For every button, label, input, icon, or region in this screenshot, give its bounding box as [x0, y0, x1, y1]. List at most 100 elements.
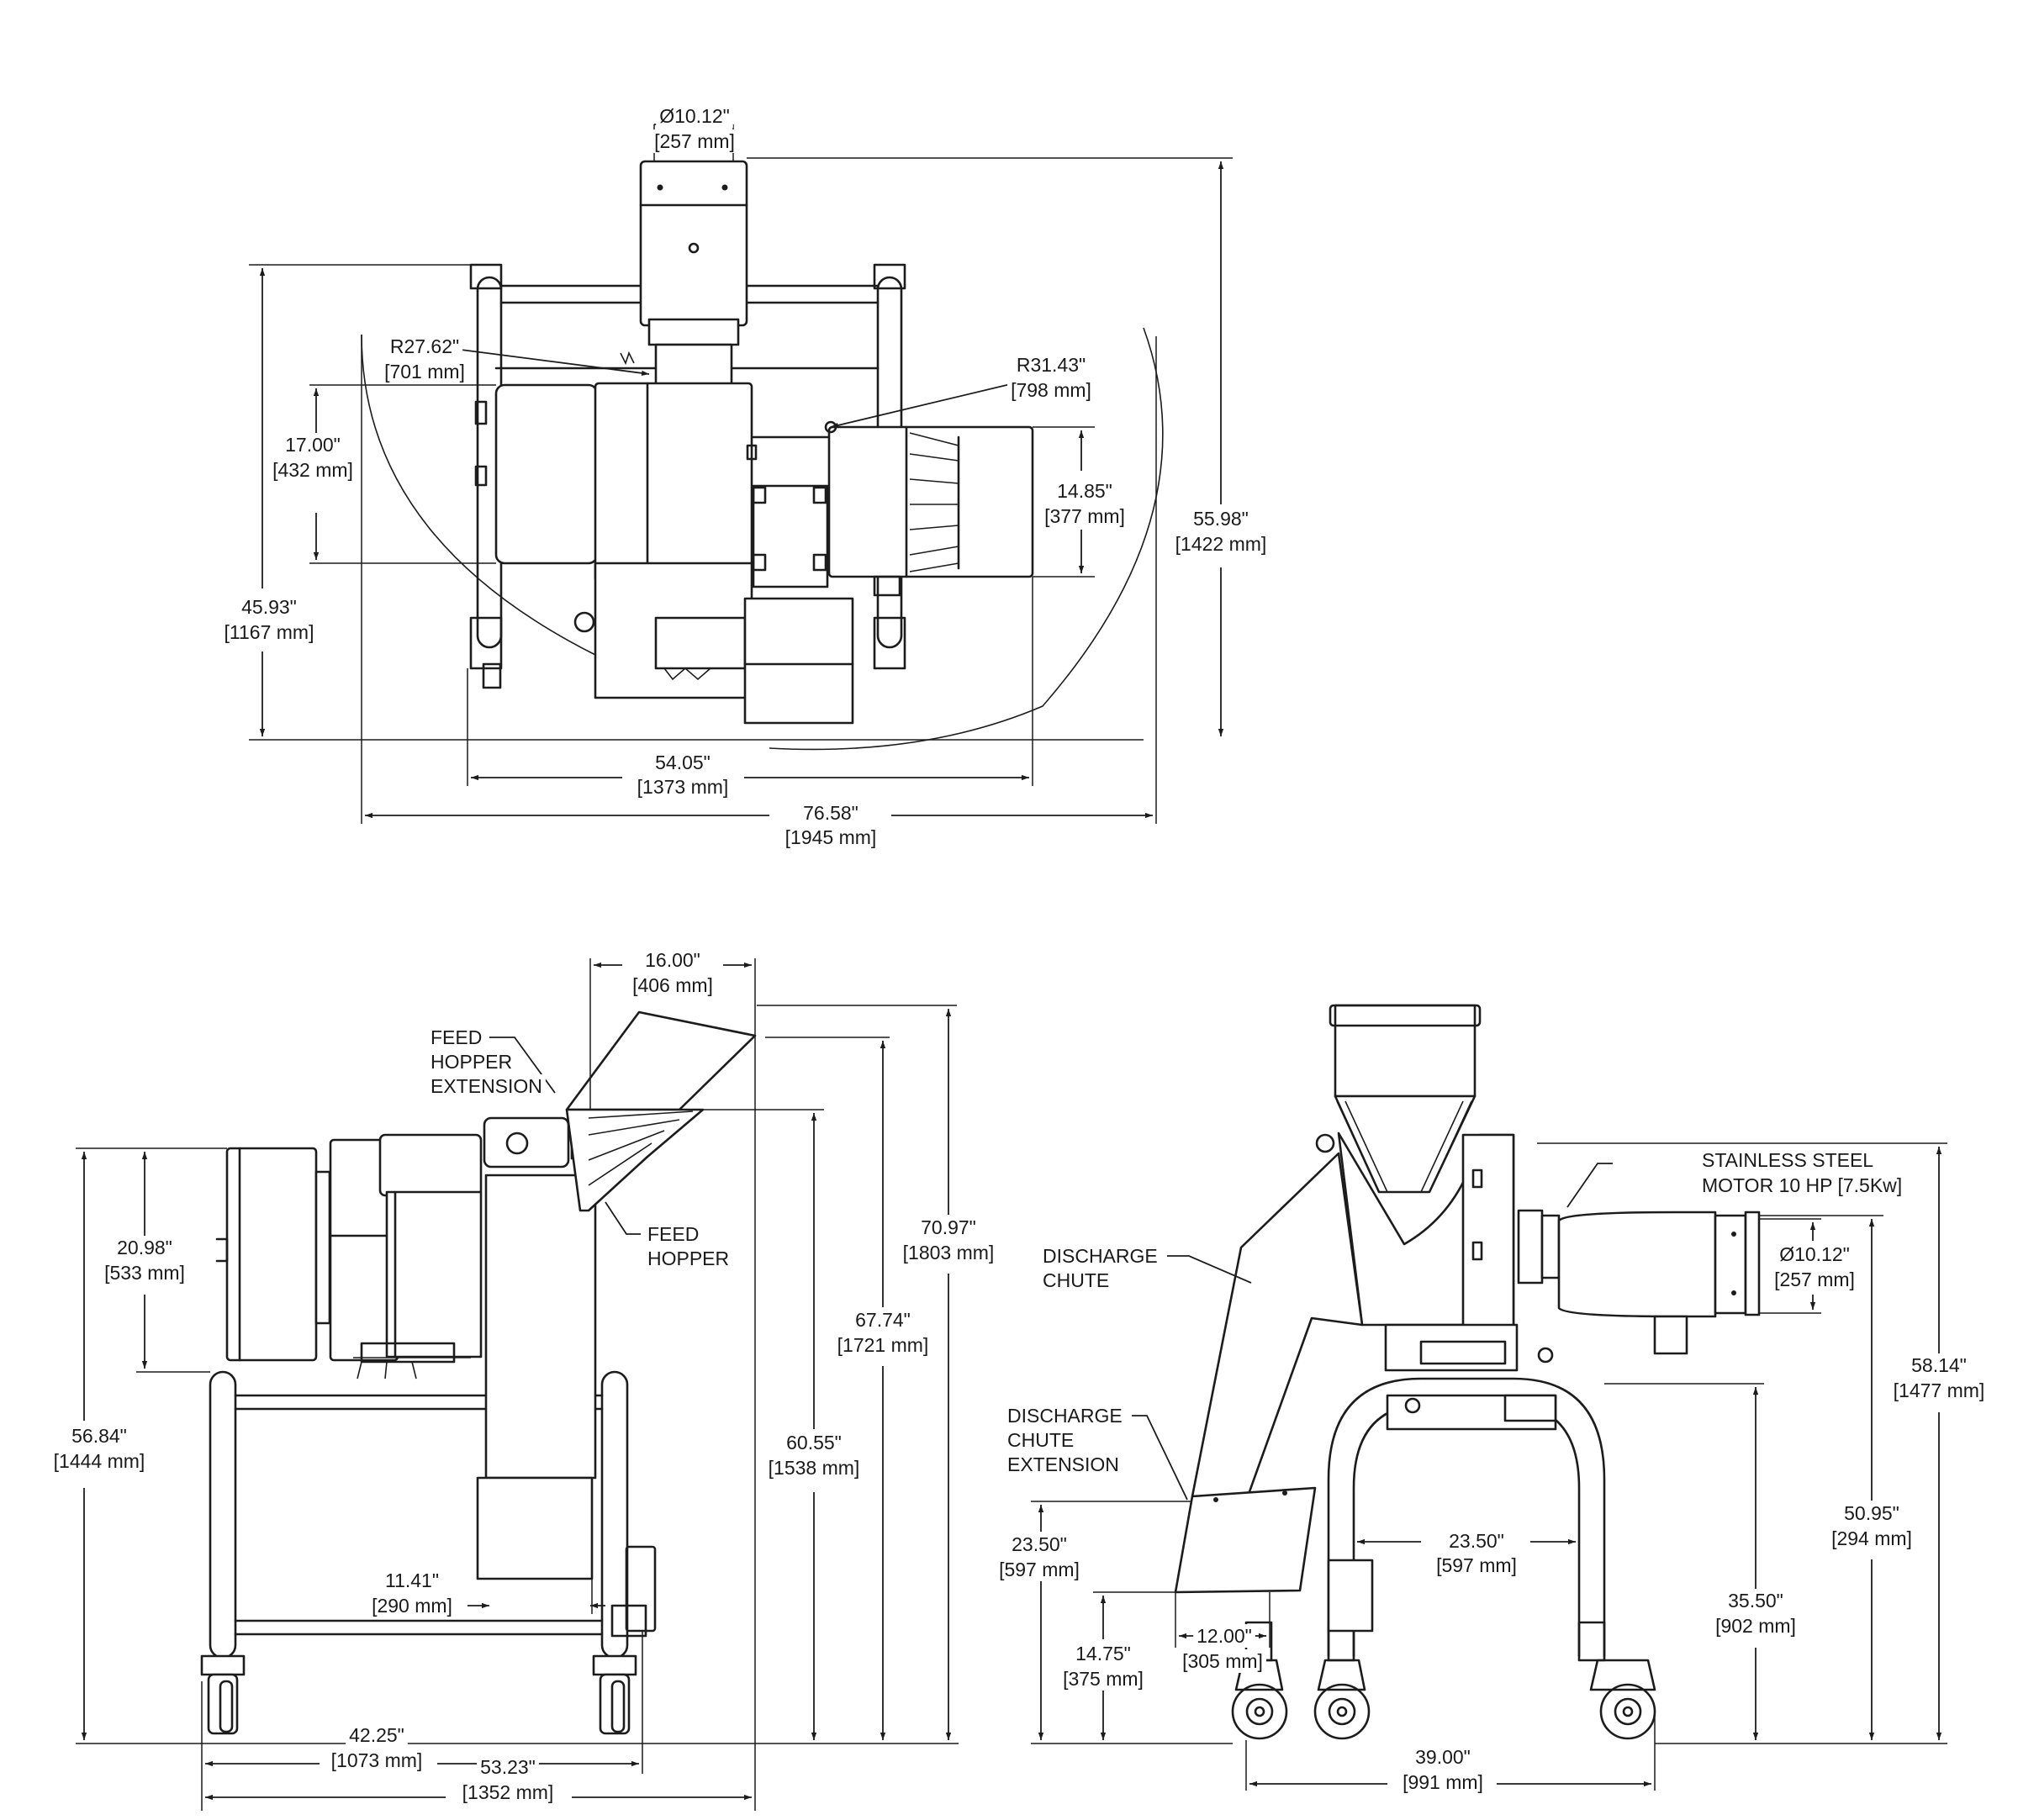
dim-5598-mm: [1422 mm]: [1175, 533, 1267, 555]
dim-1200-in: 12.00": [1197, 1625, 1252, 1647]
front-view-labels: STAINLESS STEEL MOTOR 10 HP [7.5Kw] DISC…: [996, 1148, 1989, 1794]
label-backing: [1004, 1453, 1123, 1476]
label-backing: [781, 826, 880, 849]
radius-left-mm: [701 mm]: [384, 361, 465, 382]
label-backing: [68, 1424, 130, 1448]
dim-6774-in: 67.74": [855, 1309, 911, 1331]
dim-5095-mm: [294 mm]: [1831, 1527, 1912, 1549]
discharge-chute-extension-label-1: DISCHARGE: [1007, 1405, 1123, 1427]
label-backing: [783, 1431, 845, 1454]
label-backing: [1712, 1614, 1799, 1638]
dim-6055-mm: [1538 mm]: [769, 1457, 860, 1479]
dim-2350-center-in: 23.50": [1449, 1530, 1504, 1552]
label-backing: [1008, 1532, 1070, 1556]
label-backing: [427, 1026, 486, 1049]
label-backing: [477, 1755, 539, 1779]
dim-5323-mm: [1352 mm]: [462, 1781, 554, 1803]
feed-hopper-extension-label-1: FEED: [431, 1026, 482, 1048]
label-backing: [1725, 1589, 1787, 1612]
label-backing: [1190, 507, 1252, 530]
label-backing: [629, 973, 716, 997]
label-backing: [282, 433, 344, 456]
label-backing: [1171, 532, 1270, 556]
feed-hopper-extension: [565, 1010, 757, 1111]
label-backing: [899, 1241, 998, 1264]
radius-arc-right: [769, 327, 1164, 751]
label-backing: [1041, 504, 1128, 528]
feed-hopper-side: [565, 1010, 757, 1212]
feed-hopper-extension-label-3: EXTENSION: [431, 1075, 542, 1097]
dim-5598-in: 55.98": [1193, 508, 1249, 530]
label-backing: [1908, 1353, 1970, 1377]
label-backing: [644, 1247, 733, 1270]
label-backing: [652, 751, 714, 774]
discharge-chute-extension-label-2: CHUTE: [1007, 1429, 1074, 1451]
front-view: STAINLESS STEEL MOTOR 10 HP [7.5Kw] DISC…: [996, 1004, 1989, 1794]
label-backing: [346, 1723, 408, 1747]
label-backing: [1039, 1244, 1161, 1268]
discharge-chute-label-1: DISCHARGE: [1043, 1245, 1158, 1267]
label-backing: [368, 1594, 456, 1617]
label-backing: [642, 948, 704, 972]
dim-4225-mm: [1073 mm]: [331, 1749, 423, 1771]
label-backing: [1698, 1148, 1878, 1172]
top-view: Ø10.12" [257 mm] R27.62" [701 mm] R31.43…: [220, 104, 1270, 849]
dim-2350-center-mm: [597 mm]: [1436, 1554, 1517, 1576]
label-backing: [458, 1780, 557, 1804]
dim-3550-in: 35.50": [1728, 1590, 1783, 1612]
dim-6055-in: 60.55": [786, 1432, 842, 1453]
dim-1141-mm: [290 mm]: [372, 1595, 452, 1617]
dim-5814-mm: [1477 mm]: [1894, 1380, 1985, 1401]
label-backing: [1072, 1642, 1134, 1665]
dim-16-in: 16.00": [645, 949, 700, 971]
label-backing: [1012, 353, 1090, 377]
label-backing: [996, 1558, 1083, 1581]
top-dimensions: [249, 121, 1233, 824]
label-backing: [656, 104, 733, 128]
feed-hopper-label-2: HOPPER: [647, 1248, 729, 1269]
top-view-labels: Ø10.12" [257 mm] R27.62" [701 mm] R31.43…: [220, 104, 1270, 849]
outlet-top: [620, 160, 748, 387]
label-backing: [114, 1236, 176, 1259]
label-backing: [1445, 1529, 1508, 1553]
label-backing: [1412, 1745, 1474, 1769]
motor-diameter-mm: [257 mm]: [1774, 1269, 1855, 1290]
label-backing: [1776, 1242, 1853, 1266]
discharge-chute-extension-label-3: EXTENSION: [1007, 1453, 1119, 1475]
radius-left-in: R27.62": [390, 335, 459, 357]
label-backing: [269, 458, 357, 482]
label-backing: [1039, 1269, 1113, 1292]
dim-6774-mm: [1721 mm]: [837, 1334, 929, 1356]
label-backing: [644, 1222, 703, 1246]
dim-1485-mm: [377 mm]: [1044, 505, 1125, 527]
dim-5684-mm: [1444 mm]: [54, 1450, 145, 1472]
motor-front: [1517, 1209, 1761, 1355]
dim-16-mm: [406 mm]: [632, 974, 713, 996]
dim-4225-in: 42.25": [349, 1724, 404, 1746]
feed-hopper-label-1: FEED: [647, 1223, 699, 1245]
dim-7097-in: 70.97": [921, 1216, 976, 1238]
dim-17-in: 17.00": [285, 434, 341, 456]
dim-5405-mm: [1373 mm]: [637, 776, 729, 798]
label-backing: [1399, 1770, 1487, 1794]
label-backing: [1007, 378, 1095, 402]
label-backing: [633, 775, 732, 799]
label-backing: [852, 1308, 914, 1332]
label-backing: [101, 1261, 188, 1285]
motor-diameter-in: Ø10.12": [1779, 1243, 1850, 1265]
label-backing: [238, 595, 300, 619]
label-backing: [1059, 1667, 1147, 1691]
label-backing: [1193, 1624, 1255, 1648]
label-backing: [427, 1050, 516, 1074]
discharge-chute: [1174, 1133, 1364, 1594]
dim-5684-in: 56.84": [71, 1425, 127, 1447]
dim-1200-mm: [305 mm]: [1182, 1650, 1263, 1672]
dim-3550-mm: [902 mm]: [1715, 1615, 1796, 1637]
label-backing: [800, 801, 862, 825]
label-backing: [1004, 1404, 1126, 1427]
radius-right-mm: [798 mm]: [1011, 379, 1091, 401]
discharge-chute-label-2: CHUTE: [1043, 1269, 1109, 1291]
label-backing: [1828, 1527, 1915, 1550]
dim-1141-in: 11.41": [385, 1569, 439, 1591]
label-backing: [833, 1333, 932, 1357]
